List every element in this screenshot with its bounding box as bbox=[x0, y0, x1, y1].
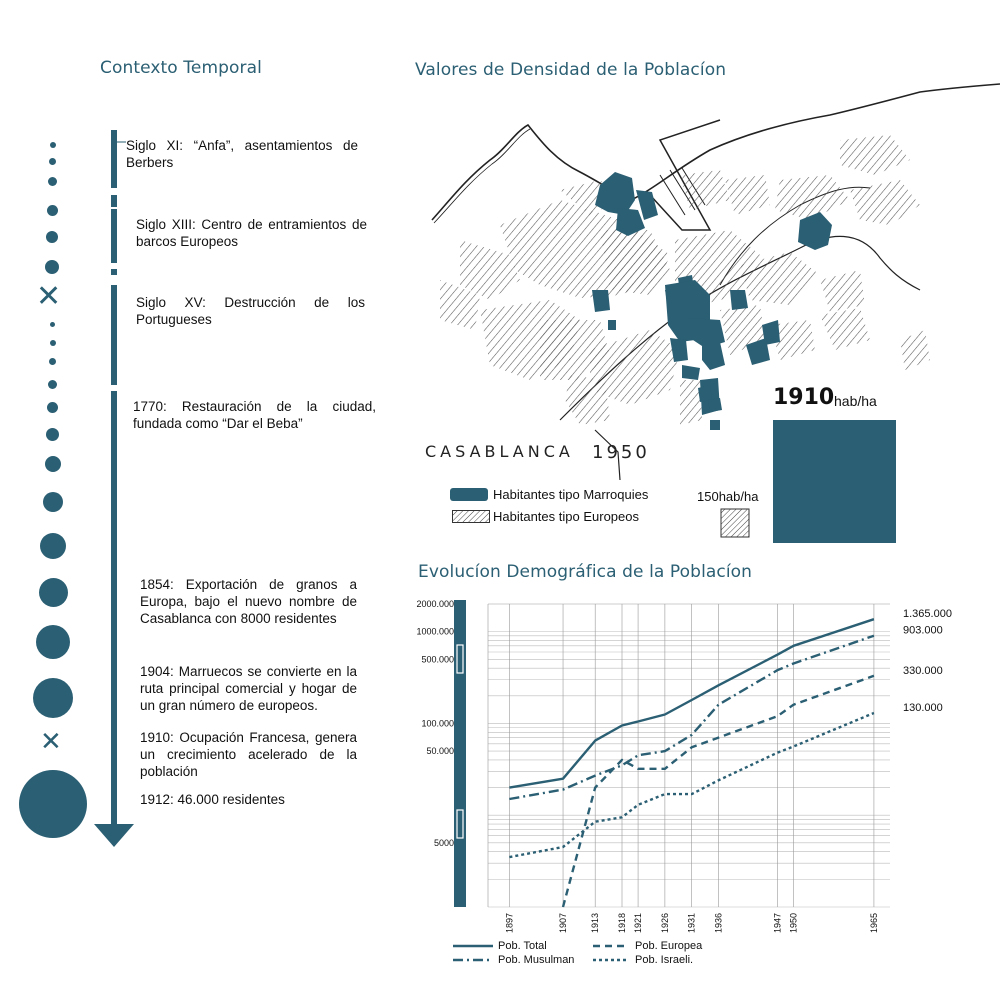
population-chart: 2000.000 1000.000 500.000 100.000 50.000 5000… bbox=[416, 599, 952, 933]
x-tick-label: 1926 bbox=[660, 913, 670, 933]
end-value-label: 1.365.000 bbox=[903, 608, 952, 620]
end-value-label: 330.000 bbox=[903, 665, 943, 677]
timeline-event: Siglo XIII: Centro de entramientos de ba… bbox=[136, 217, 367, 249]
map-caption-year: 1950 bbox=[592, 442, 650, 463]
x-tick-label: 1921 bbox=[633, 913, 643, 933]
y-tick-label: 50.000 bbox=[426, 746, 454, 756]
timeline-event: 1854: Exportación de granos a Europa, ba… bbox=[140, 577, 357, 626]
timeline-event: 1912: 46.000 residentes bbox=[140, 792, 285, 807]
chart-legend bbox=[453, 944, 628, 962]
x-tick-label: 1931 bbox=[687, 913, 697, 933]
series-line bbox=[509, 618, 875, 789]
timeline-event: Siglo XI: “Anfa”, asentamientos de Berbe… bbox=[126, 138, 358, 170]
end-value-label: 130.000 bbox=[903, 702, 943, 714]
legend-series-label: Pob. Total bbox=[498, 940, 547, 952]
legend-series-label: Pob. Israeli. bbox=[635, 954, 694, 966]
timeline-bar bbox=[94, 130, 134, 847]
y-axis-ticks: 2000.000 1000.000 500.000 100.000 50.000 5000 bbox=[416, 599, 454, 848]
x-tick-label: 1947 bbox=[772, 913, 782, 933]
legend-europeos-swatch bbox=[452, 510, 490, 523]
y-tick-label: 5000 bbox=[434, 838, 454, 848]
x-tick-label: 1965 bbox=[869, 913, 879, 933]
cross-icon: ✕ bbox=[36, 279, 62, 314]
x-tick-label: 1913 bbox=[590, 913, 600, 933]
series-line bbox=[509, 634, 875, 801]
y-tick-label: 500.000 bbox=[421, 654, 454, 664]
density-low-square bbox=[720, 508, 750, 538]
x-tick-label: 1897 bbox=[504, 913, 514, 933]
density-high-unit: hab/ha bbox=[834, 393, 877, 409]
density-high-value: 1910 bbox=[773, 385, 835, 410]
x-axis-ticks: 1897 1907 1913 1918 1921 1926 1931 1936 1947 1950… bbox=[504, 913, 878, 933]
legend-europeos-label: Habitantes tipo Europeos bbox=[493, 509, 639, 524]
series-line bbox=[561, 674, 875, 908]
casablanca-map: CASABLANCA 1950 bbox=[425, 83, 1000, 480]
x-tick-label: 1918 bbox=[617, 913, 627, 933]
legend-series-label: Pob. Europea bbox=[635, 940, 703, 952]
y-tick-label: 1000.000 bbox=[416, 627, 454, 637]
density-low-label: 150hab/ha bbox=[697, 489, 759, 504]
end-value-label: 903.000 bbox=[903, 625, 943, 637]
legend-series-label: Pob. Musulman bbox=[498, 954, 575, 966]
map-caption-city: CASABLANCA bbox=[425, 442, 574, 461]
end-labels: 1.365.000 903.000 330.000 130.000 bbox=[903, 608, 952, 714]
y-tick-label: 100.000 bbox=[421, 718, 454, 728]
x-tick-label: 1950 bbox=[789, 913, 799, 933]
timeline-event: 1910: Ocupación Francesa, genera un crec… bbox=[140, 730, 357, 779]
y-tick-label: 2000.000 bbox=[416, 599, 454, 609]
evolution-heading: Evolucíon Demográfica de la Poblacíon bbox=[418, 562, 753, 582]
chart-series bbox=[509, 618, 875, 908]
y-axis-bar bbox=[454, 600, 466, 907]
legend-marroquies-label: Habitantes tipo Marroquies bbox=[493, 487, 649, 502]
x-tick-label: 1936 bbox=[713, 913, 723, 933]
cross-icon: ✕ bbox=[40, 727, 62, 757]
timeline-event: 1904: Marruecos se convierte en la ruta … bbox=[140, 664, 357, 713]
chart-grid bbox=[487, 603, 890, 908]
x-tick-label: 1907 bbox=[558, 913, 568, 933]
timeline-event: Siglo XV: Destrucción de los Portugueses bbox=[136, 295, 365, 327]
timeline-event: 1770: Restauración de la ciudad, fundada… bbox=[133, 399, 376, 431]
density-high-square bbox=[773, 420, 896, 543]
density-heading: Valores de Densidad de la Poblacíon bbox=[415, 60, 727, 80]
legend-marroquies-swatch bbox=[450, 488, 488, 501]
context-heading: Contexto Temporal bbox=[100, 58, 262, 78]
